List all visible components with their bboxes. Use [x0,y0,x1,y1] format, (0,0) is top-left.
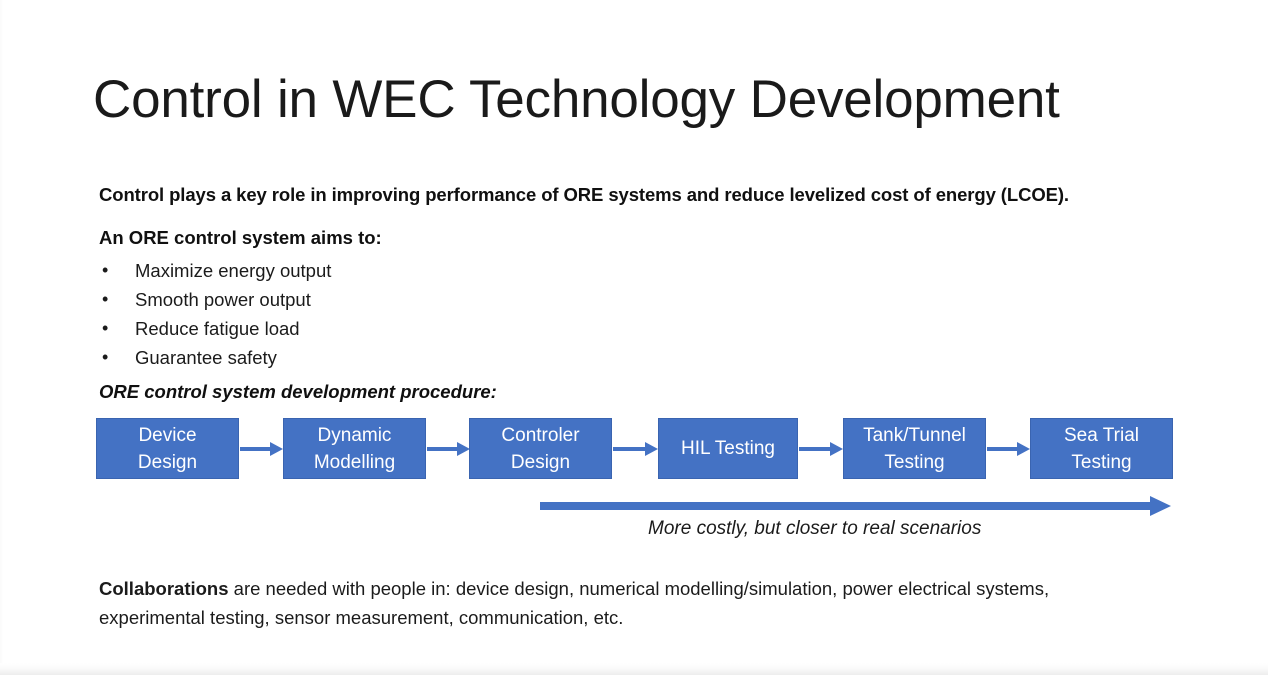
list-item-label: Maximize energy output [135,260,332,281]
process-step-line1: Tank/Tunnel [863,424,966,446]
process-step-line2: Testing [1071,451,1132,473]
process-step-line1: Dynamic [317,424,392,446]
slide-bottom-edge [0,663,1268,675]
list-item-label: Guarantee safety [135,347,277,368]
process-step-tank-tunnel-testing[interactable]: Tank/Tunnel Testing [843,418,986,479]
page-title: Control in WEC Technology Development [93,70,1060,129]
lead-statement: Control plays a key role in improving pe… [99,184,1069,205]
process-step-line2: Design [510,451,571,473]
flow-arrow-3 [613,442,658,456]
process-step-line1: Controler [501,424,580,446]
flow-arrow-4 [799,442,843,456]
list-item: • Guarantee safety [99,343,331,372]
process-step-device-design[interactable]: Device Design [96,418,239,479]
process-step-line1: Sea Trial [1064,424,1139,446]
progression-arrow-icon [540,496,1171,516]
bullet-icon: • [102,347,109,367]
flow-arrow-1 [240,442,283,456]
bullet-icon: • [102,318,109,338]
collaboration-body: are needed with people in: device design… [99,578,1050,628]
aims-bullet-list: • Maximize energy output • Smooth power … [99,256,331,372]
flow-arrow-5 [987,442,1030,456]
process-step-line1: Device [138,424,197,446]
list-item: • Maximize energy output [99,256,331,285]
process-step-sea-trial-testing[interactable]: Sea Trial Testing [1030,418,1173,479]
process-step-controler-design[interactable]: Controler Design [469,418,612,479]
bullet-icon: • [102,260,109,280]
process-step-dynamic-modelling[interactable]: Dynamic Modelling [283,418,426,479]
process-step-hil-testing[interactable]: HIL Testing [658,418,798,479]
flow-arrow-2 [427,442,470,456]
procedure-heading: ORE control system development procedure… [99,381,497,402]
list-item: • Smooth power output [99,285,331,314]
process-step-line1: HIL Testing [681,438,775,459]
slide-left-edge [0,0,3,675]
process-step-line2: Design [137,451,198,473]
collaboration-lead-word: Collaborations [99,578,229,599]
bullet-icon: • [102,289,109,309]
list-item-label: Reduce fatigue load [135,318,300,339]
aims-heading: An ORE control system aims to: [99,227,382,248]
collaboration-paragraph: Collaborations are needed with people in… [99,574,1159,632]
process-step-line2: Testing [884,451,945,473]
list-item-label: Smooth power output [135,289,311,310]
progression-arrow-caption: More costly, but closer to real scenario… [648,518,982,539]
list-item: • Reduce fatigue load [99,314,331,343]
process-step-line2: Modelling [313,451,396,473]
